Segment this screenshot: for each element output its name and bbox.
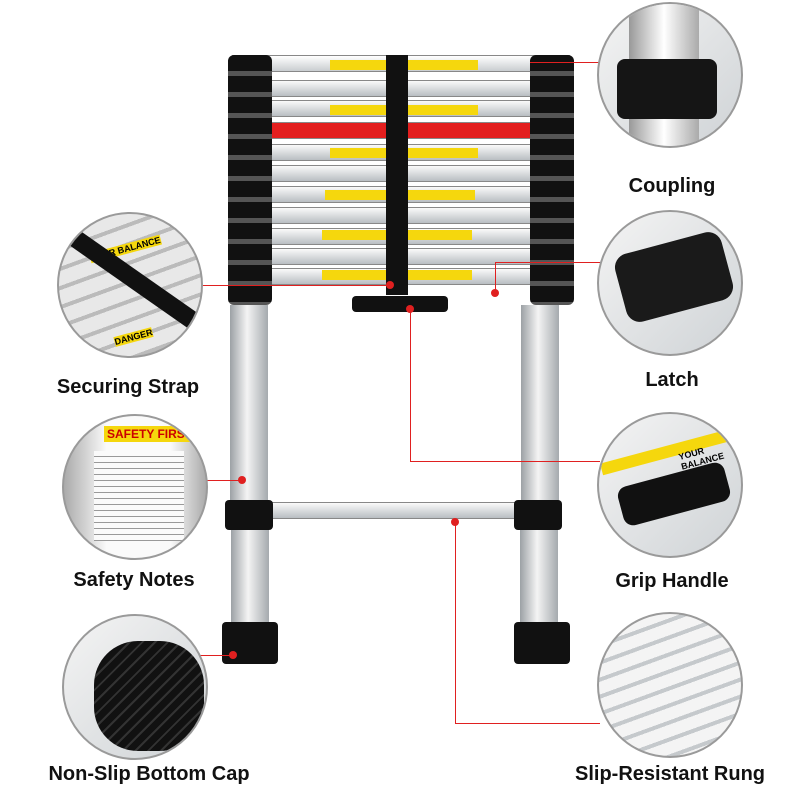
grip-handle-label: Grip Handle — [615, 570, 729, 592]
coupling-label: Coupling — [628, 175, 716, 197]
securing-strap-label: Securing Strap — [56, 376, 200, 398]
grip-handle-detail-image: YOUR BALANCE — [597, 412, 743, 558]
grip-handle — [352, 296, 448, 312]
bottom-cap-right — [514, 622, 570, 664]
rung-detail-image — [597, 612, 743, 758]
latch-label: Latch — [645, 369, 699, 391]
coupling-detail-image — [597, 2, 743, 148]
safety-notes-label: Safety Notes — [73, 569, 195, 591]
non-slip-bottom-cap-label: Non-Slip Bottom Cap — [48, 763, 250, 785]
bottom-cap-detail-image — [62, 614, 208, 760]
safety-notes-detail-image: SAFETY FIRST — [62, 414, 208, 560]
strap-detail-image: YOUR BALANCE DANGER — [57, 212, 203, 358]
securing-strap — [386, 55, 408, 295]
latch-detail-image — [597, 210, 743, 356]
slip-resistant-rung-label: Slip-Resistant Rung — [574, 763, 766, 785]
